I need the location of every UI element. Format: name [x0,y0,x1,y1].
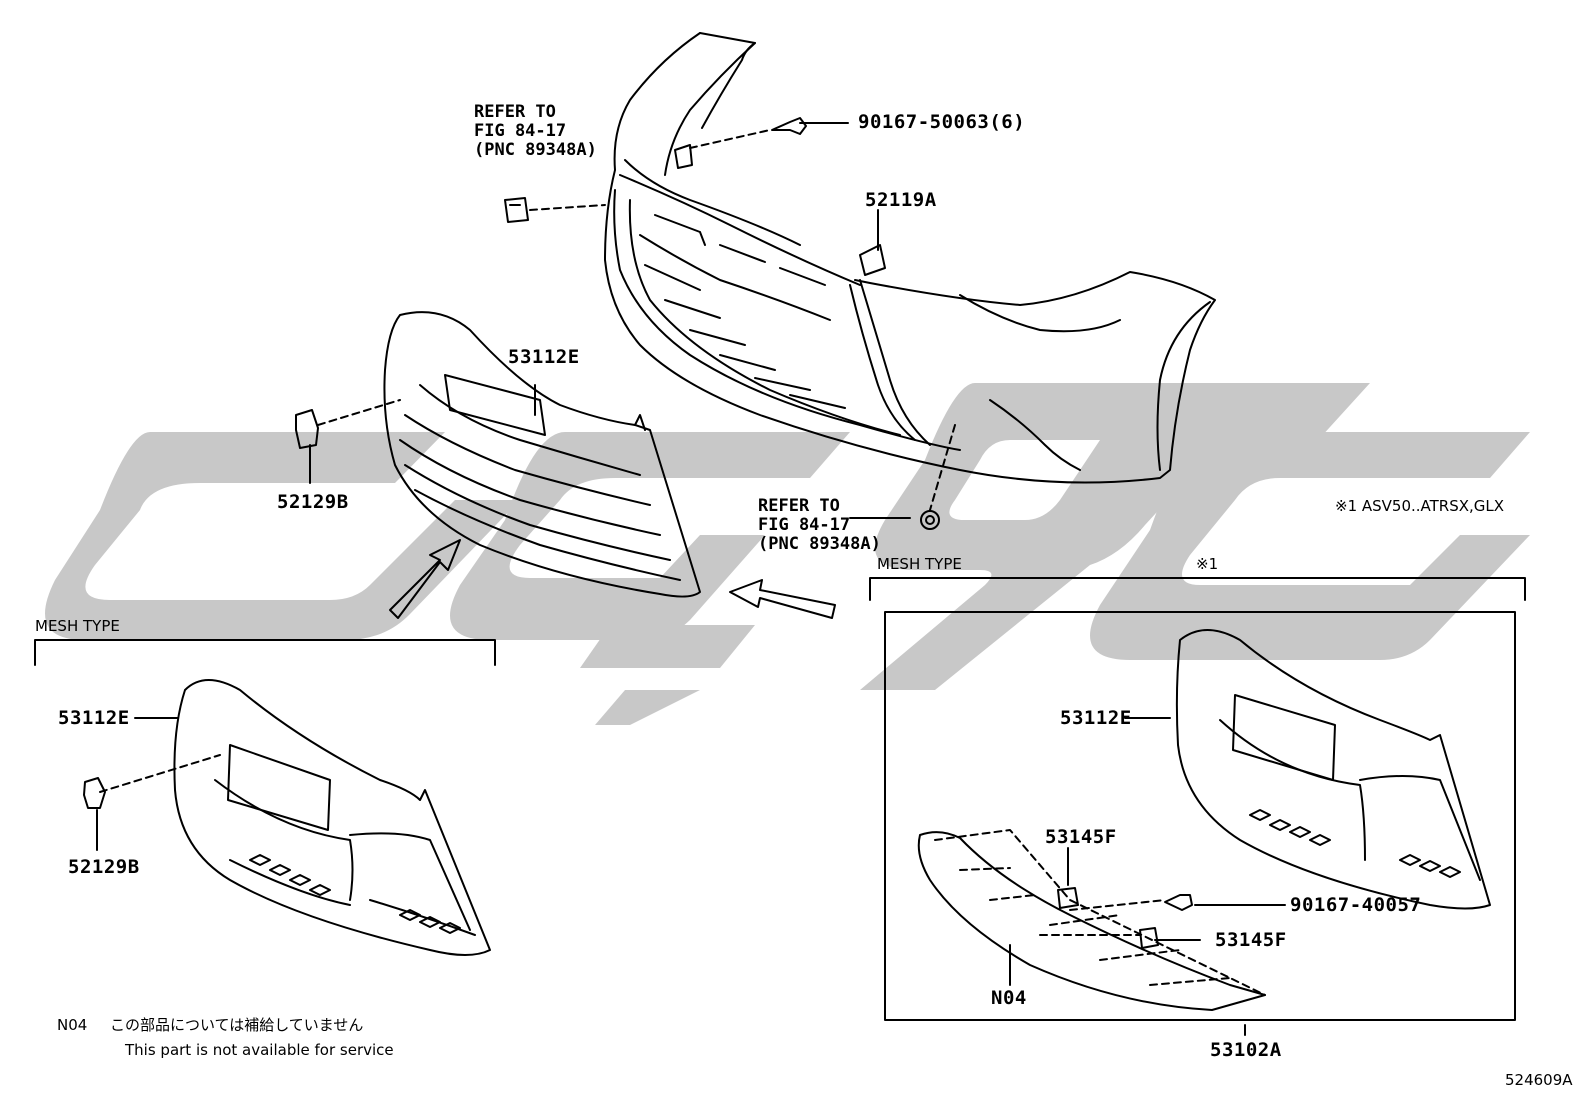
footnote-japanese: この部品については補給していません [110,1016,364,1034]
part-label-clip-mesh-left: 52129B [68,856,140,878]
condition-note: ※1 ASV50..ATRSX,GLX [1335,497,1505,515]
reference-line-1: REFER TO [474,102,556,122]
part-label-clip-lower: 53145F [1215,929,1287,951]
mesh-grille-right [1175,629,1491,910]
part-label-grille-main: 53112E [508,346,580,368]
figure-id: 524609A [1505,1071,1573,1089]
fasteners [83,117,1193,949]
reference-note-mid: REFER TO FIG 84-17 (PNC 89348A) [758,497,881,554]
footnote-english: This part is not available for service [125,1041,394,1059]
part-label-support-bracket: 52119A [865,189,937,211]
reference-note-top: REFER TO FIG 84-17 (PNC 89348A) [474,103,597,160]
mesh-right-bracket [869,577,1526,1021]
arrows [389,539,836,619]
mesh-grille-left [173,679,491,956]
part-label-bolt-top: 90167-50063(6) [858,111,1026,133]
main-grille [383,311,701,598]
part-label-clip-upper: 53145F [1045,826,1117,848]
mesh-left-bracket [34,639,496,666]
watermark-logo [45,383,1530,725]
reference-line-3: (PNC 89348A) [758,534,881,554]
part-label-clip-main: 52129B [277,491,349,513]
mesh-right-title: MESH TYPE [877,555,962,573]
reference-line-2: FIG 84-17 [758,515,851,535]
part-label-lower-assembly: 53102A [1210,1039,1282,1061]
part-label-garnish: N04 [991,987,1027,1009]
reference-line-3: (PNC 89348A) [474,140,597,160]
leader-lines [96,122,1286,1036]
reference-line-1: REFER TO [758,496,840,516]
bumper-cover [604,32,1216,484]
reference-line-2: FIG 84-17 [474,121,567,141]
footnote-code: N04 [57,1016,88,1034]
part-label-grille-mesh-left: 53112E [58,707,130,729]
garnish-n04 [917,829,1266,1011]
part-label-bolt-lower: 90167-40057 [1290,894,1422,916]
part-label-grille-mesh-right: 53112E [1060,707,1132,729]
mesh-left-title: MESH TYPE [35,617,120,635]
mesh-right-marker: ※1 [1196,555,1219,573]
